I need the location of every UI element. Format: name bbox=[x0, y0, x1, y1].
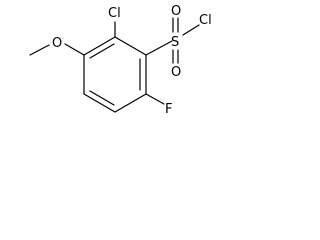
ring-chlorine-label: Cl bbox=[108, 6, 121, 21]
sulfonyl-oxygen-bottom-label: O bbox=[171, 65, 181, 80]
bond-c5-f bbox=[145, 93, 165, 105]
sulfonyl-oxygen-top-label: O bbox=[171, 4, 181, 19]
ring-double-bond-c3-c4 bbox=[89, 90, 115, 106]
methoxy-oxygen-label: O bbox=[52, 36, 62, 51]
sulfur-label: S bbox=[171, 35, 179, 50]
bond-c6-s bbox=[145, 40, 173, 56]
bond-c2-o-methoxy bbox=[64, 43, 85, 56]
ring-bond-c6-c1 bbox=[114, 36, 147, 56]
ring-double-bond-c1-c2 bbox=[89, 43, 115, 59]
ring-bond-c1-c2 bbox=[83, 36, 116, 56]
bond-s-cl bbox=[182, 24, 200, 36]
substituent-bonds bbox=[29, 17, 200, 105]
atom-labels: Cl O S O O Cl F bbox=[52, 4, 212, 117]
benzene-ring bbox=[83, 36, 147, 113]
chemical-structure-diagram: Cl O S O O Cl F bbox=[29, 4, 212, 117]
sulfonyl-chlorine-label: Cl bbox=[199, 13, 212, 28]
ring-bond-c4-c5 bbox=[114, 93, 147, 113]
bond-o-methyl bbox=[29, 44, 50, 56]
fluorine-label: F bbox=[165, 102, 172, 117]
ring-bond-c3-c4 bbox=[83, 93, 116, 113]
